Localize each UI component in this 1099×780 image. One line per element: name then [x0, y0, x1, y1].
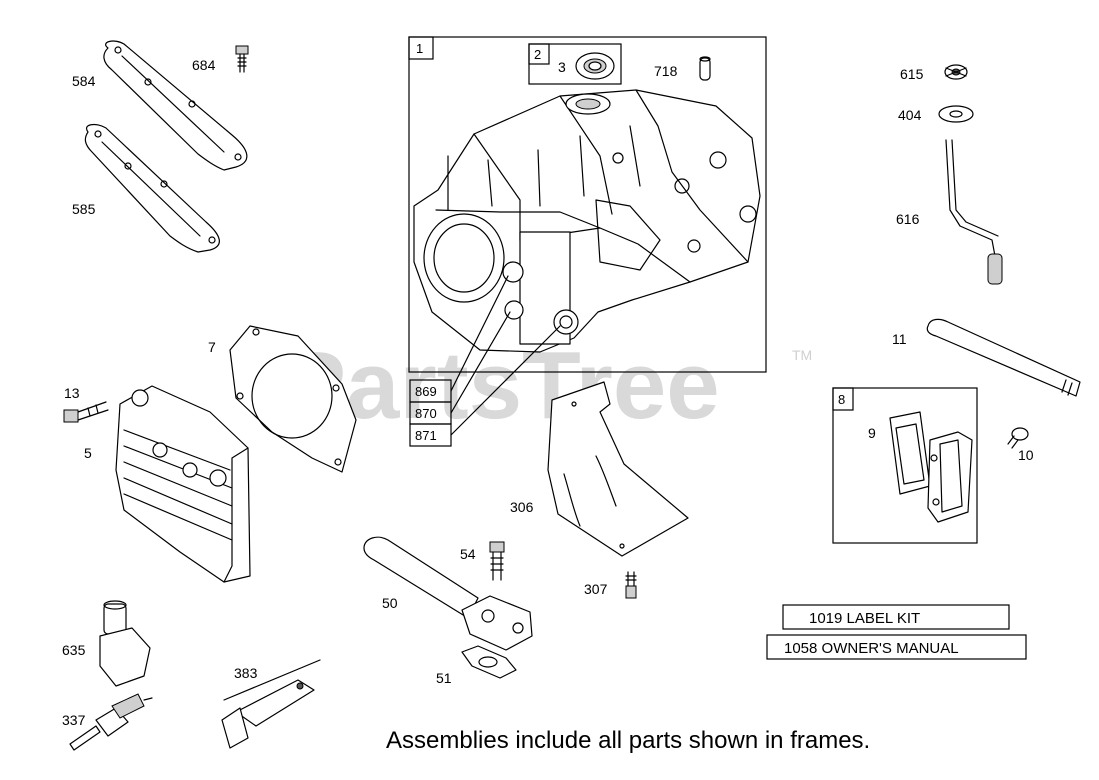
- owners-manual-text: 1058 OWNER'S MANUAL: [784, 640, 959, 657]
- callout-585: 585: [72, 201, 96, 217]
- label-kit-text: 1019 LABEL KIT: [809, 610, 920, 627]
- boot-635[interactable]: [99, 600, 151, 687]
- nut-615[interactable]: [944, 64, 968, 80]
- callout-684: 684: [192, 57, 216, 73]
- callout-616: 616: [896, 211, 920, 227]
- cylinder-head-5[interactable]: [115, 385, 251, 583]
- frame-8-number: 8: [838, 392, 845, 407]
- gasket-585[interactable]: [84, 123, 220, 253]
- dowel-pin-718[interactable]: [699, 56, 711, 81]
- callout-306: 306: [510, 499, 534, 515]
- washer-404[interactable]: [938, 105, 974, 123]
- ref-box-870-text: 870: [415, 406, 437, 421]
- callout-50: 50: [382, 595, 398, 611]
- watermark-tm: TM: [792, 347, 812, 363]
- label-kit-box[interactable]: [782, 604, 1010, 630]
- tube-50[interactable]: [363, 536, 533, 651]
- frame-2-number-box: [528, 43, 550, 65]
- ref-box-871-text: 871: [415, 428, 437, 443]
- wrench-383[interactable]: [221, 659, 321, 749]
- frame-8: [832, 387, 978, 544]
- callout-404: 404: [898, 107, 922, 123]
- screw-307[interactable]: [625, 571, 637, 599]
- frame-1: [408, 36, 767, 373]
- bolt-13[interactable]: [63, 401, 109, 423]
- callout-307: 307: [584, 581, 608, 597]
- callout-5: 5: [84, 445, 92, 461]
- callout-11: 11: [892, 331, 907, 347]
- bolt-684[interactable]: [235, 45, 249, 73]
- frame-1-number-box: [408, 36, 434, 60]
- ref-box-group: 869 870 871: [409, 275, 561, 447]
- callout-3: 3: [558, 59, 566, 75]
- callout-51: 51: [436, 670, 452, 686]
- frame-1-number: 1: [416, 41, 423, 56]
- callout-7: 7: [208, 339, 216, 355]
- gasket-51[interactable]: [461, 645, 517, 679]
- screw-10[interactable]: [1007, 427, 1029, 449]
- rod-616[interactable]: [945, 139, 1003, 285]
- head-gasket-7[interactable]: [229, 325, 357, 473]
- callout-337: 337: [62, 712, 86, 728]
- callout-584: 584: [72, 73, 96, 89]
- ref-box-869-text: 869: [415, 384, 437, 399]
- callout-383: 383: [234, 665, 258, 681]
- breather-cover[interactable]: [927, 431, 973, 523]
- crankcase-block[interactable]: [413, 89, 761, 353]
- spark-plug-337[interactable]: [69, 693, 153, 751]
- callout-9: 9: [868, 425, 876, 441]
- breather-gasket-9[interactable]: [889, 411, 931, 495]
- oil-seal-3[interactable]: [575, 52, 615, 80]
- callout-54: 54: [460, 546, 476, 562]
- shroud-306[interactable]: [547, 381, 689, 557]
- callout-13: 13: [64, 385, 80, 401]
- owners-manual-box[interactable]: [766, 634, 1027, 660]
- gasket-584[interactable]: [103, 40, 248, 171]
- tube-11[interactable]: [926, 318, 1081, 397]
- bolt-54[interactable]: [489, 541, 505, 581]
- frame-8-number-box: [832, 387, 854, 411]
- callout-718: 718: [654, 63, 678, 79]
- footer-note: Assemblies include all parts shown in fr…: [386, 727, 870, 754]
- callout-10: 10: [1018, 447, 1034, 463]
- callout-635: 635: [62, 642, 86, 658]
- callout-615: 615: [900, 66, 924, 82]
- frame-2-number: 2: [534, 47, 541, 62]
